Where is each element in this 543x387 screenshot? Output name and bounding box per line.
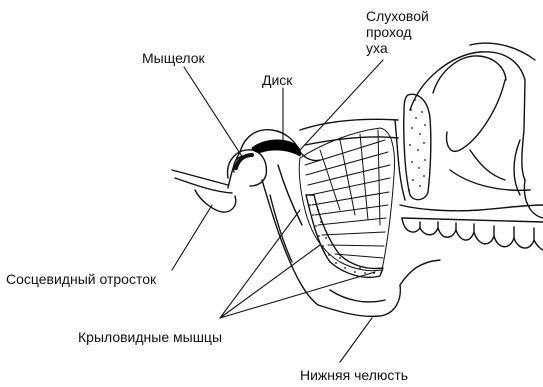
label-mandible: Нижняя челюсть bbox=[300, 367, 408, 383]
mandible-outline bbox=[262, 165, 440, 316]
leader-condyle bbox=[184, 67, 243, 158]
label-mastoid: Сосцевидный отросток bbox=[6, 271, 156, 287]
temporal-region bbox=[172, 130, 320, 212]
upper-teeth bbox=[402, 218, 543, 250]
leader-pterygoid-1 bbox=[220, 210, 300, 318]
condyle-shape bbox=[228, 150, 267, 186]
label-disc: Диск bbox=[262, 72, 292, 88]
label-ear-canal-line-1: Слуховой bbox=[366, 8, 429, 24]
label-pterygoid: Крыловидные мышцы bbox=[78, 329, 222, 345]
leader-mandible bbox=[340, 318, 372, 362]
label-ear-canal-line-2: проход bbox=[366, 24, 429, 40]
zygomatic-stipple bbox=[408, 99, 426, 191]
label-ear-canal-line-3: уха bbox=[366, 40, 429, 56]
skull-orbit-outline bbox=[300, 43, 543, 218]
leader-pterygoid-2 bbox=[220, 245, 320, 318]
leader-lines bbox=[172, 60, 383, 362]
label-condyle: Мыщелок bbox=[142, 50, 205, 66]
leader-mastoid bbox=[172, 205, 212, 270]
label-ear-canal: Слуховой проход уха bbox=[366, 8, 429, 56]
